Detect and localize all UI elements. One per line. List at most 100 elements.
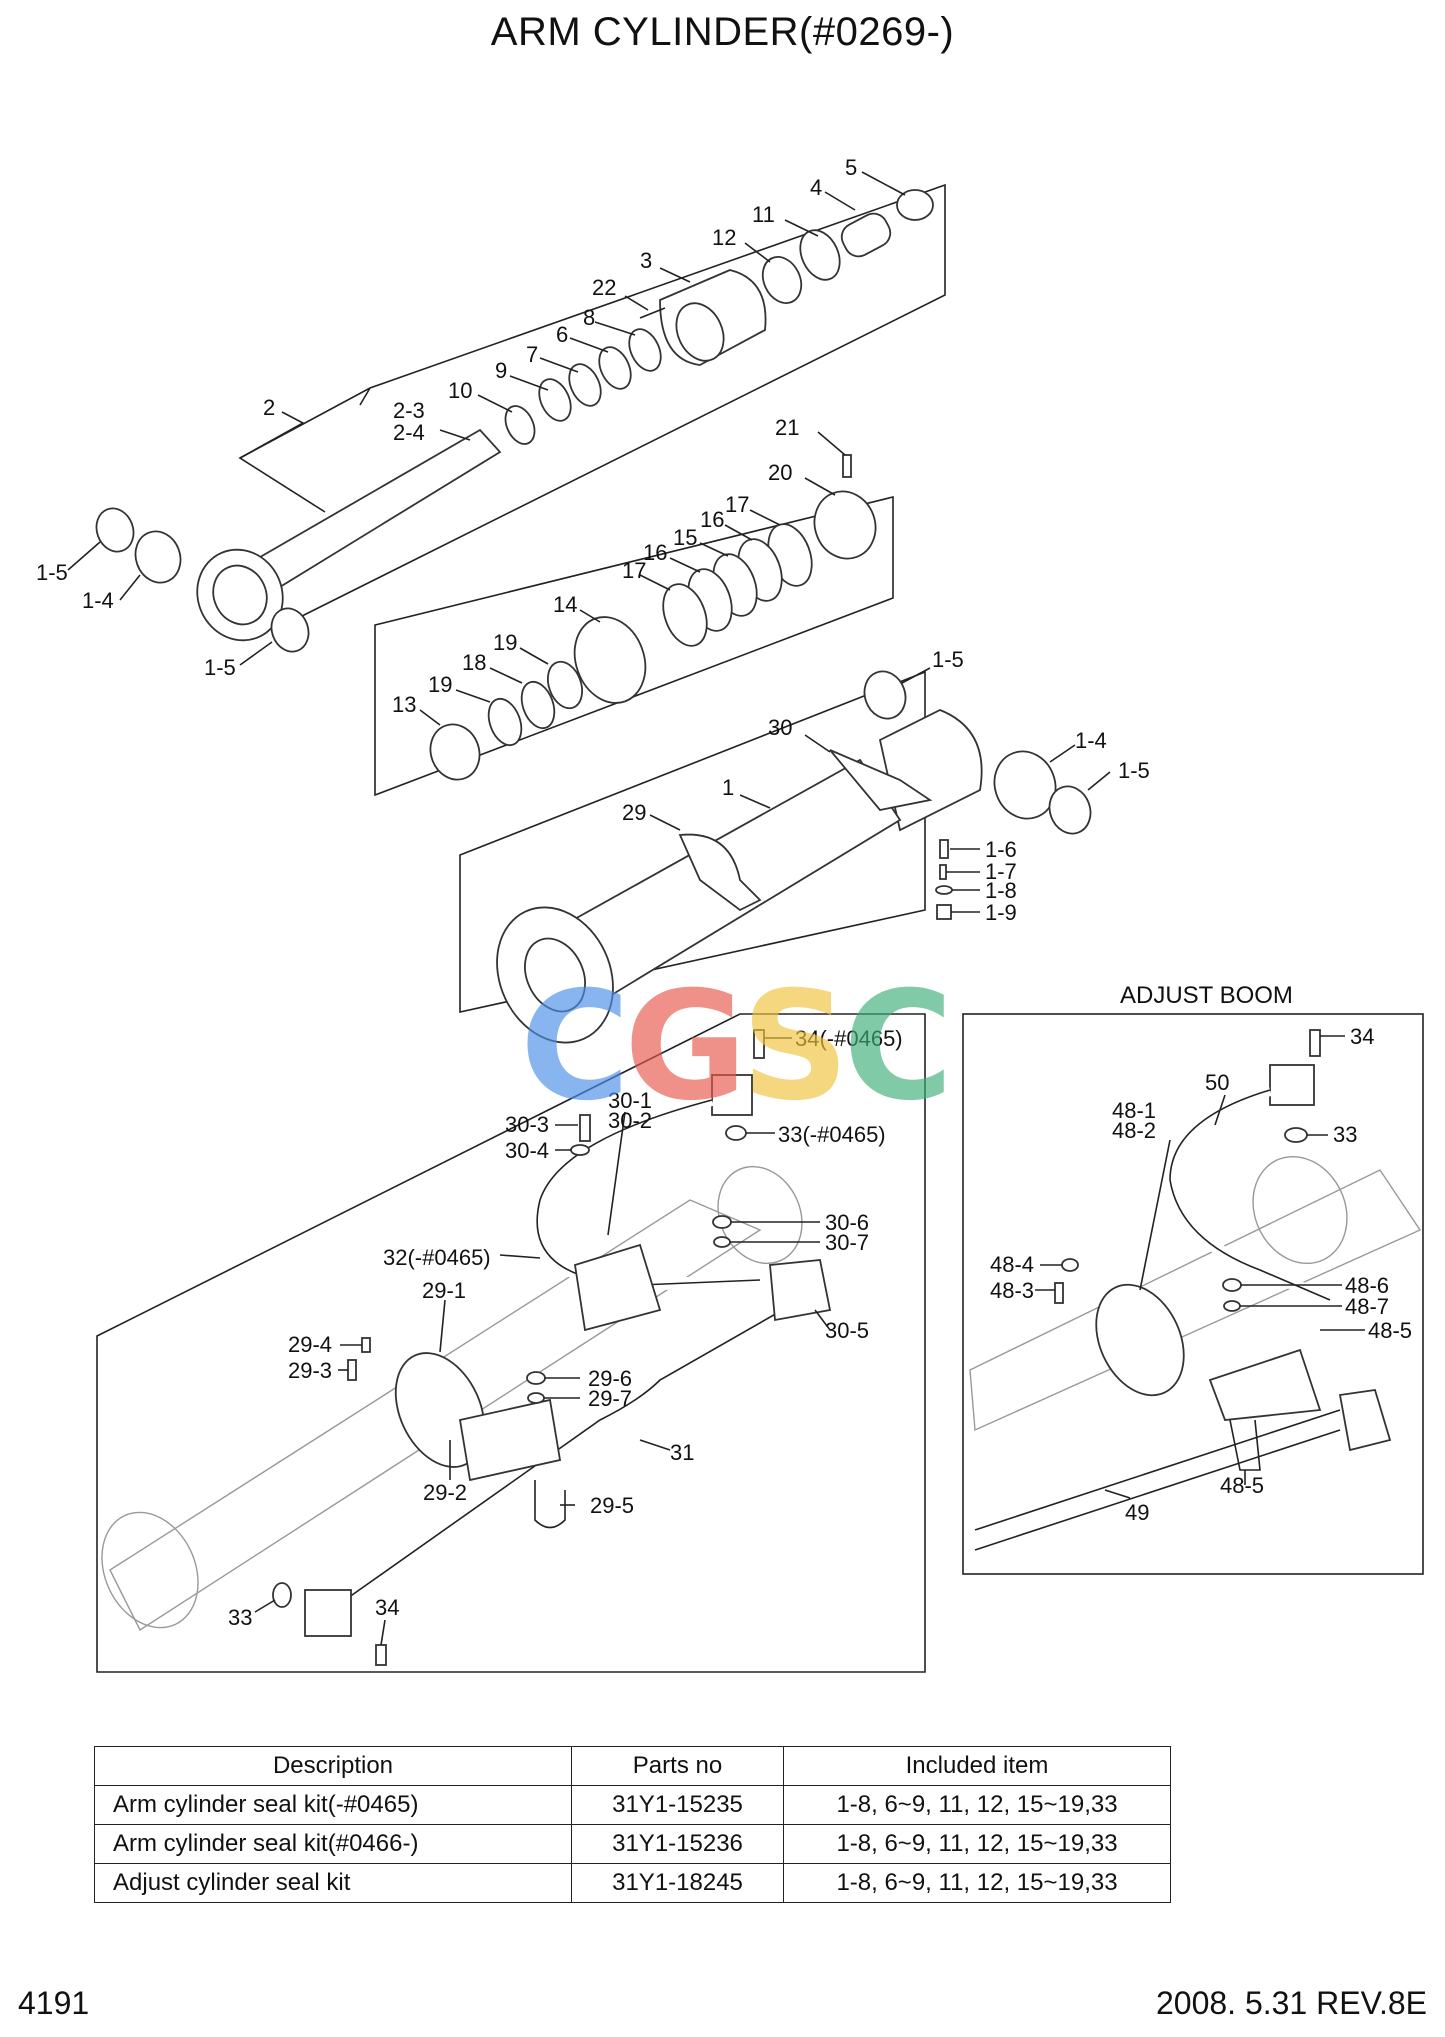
cell-included-item: 1-8, 6~9, 11, 12, 15~19,33	[783, 1785, 1171, 1825]
label-48-2: 48-2	[1112, 1118, 1156, 1143]
watermark-letter-4: C	[843, 960, 953, 1134]
pin-part-1-6	[939, 839, 949, 859]
cell-included-item: 1-8, 6~9, 11, 12, 15~19,33	[783, 1824, 1171, 1864]
label-30-1: 30-1	[608, 1088, 652, 1113]
label-22: 22	[592, 275, 616, 300]
label-16a: 16	[700, 507, 724, 532]
label-14: 14	[553, 592, 577, 617]
label-8: 8	[583, 305, 595, 330]
label-30: 30	[768, 715, 792, 740]
label-2-4: 2-4	[393, 420, 425, 445]
revision-date: 2008. 5.31 REV.8E	[1155, 1985, 1427, 2021]
gland-bore	[675, 302, 725, 362]
label-2: 2	[263, 395, 275, 420]
label-30-4: 30-4	[505, 1138, 549, 1163]
label-10: 10	[448, 378, 472, 403]
pipe-part-49	[974, 1429, 1341, 1551]
label-29-1: 29-1	[422, 1278, 466, 1303]
pipe-assembly	[101, 1029, 832, 1666]
washer-part-29-7	[527, 1392, 545, 1404]
label-48-6: 48-6	[1345, 1273, 1389, 1298]
cell-included-item: 1-8, 6~9, 11, 12, 15~19,33	[783, 1863, 1171, 1903]
label-48-5b: 48-5	[1220, 1473, 1264, 1498]
label-3: 3	[640, 248, 652, 273]
table-row: Arm cylinder seal kit(#0466-) 31Y1-15236…	[94, 1824, 1171, 1864]
ring-part-19a	[546, 660, 584, 710]
ring-part-1-5c	[863, 670, 907, 720]
bolt-part-30-3	[579, 1114, 591, 1142]
label-1-5b: 1-5	[204, 655, 236, 680]
ring-part-19b	[487, 697, 523, 747]
ring-part-1-5b	[270, 607, 310, 653]
cell-description: Arm cylinder seal kit(-#0465)	[94, 1785, 572, 1825]
label-29-3: 29-3	[288, 1358, 332, 1383]
nut-part-30-6	[712, 1215, 732, 1229]
clamp-part-48-1	[1095, 1283, 1185, 1397]
label-30-6: 30-6	[825, 1210, 869, 1235]
label-48-5a: 48-5	[1368, 1318, 1412, 1343]
label-15: 15	[673, 525, 697, 550]
bushing-part-1-4a	[134, 530, 182, 584]
pipe-group-frame	[96, 1013, 926, 1673]
bolt-part-34a	[753, 1029, 765, 1059]
label-48-4: 48-4	[990, 1252, 1034, 1277]
label-30-2: 30-2	[608, 1108, 652, 1133]
rod-part-2	[253, 428, 502, 592]
label-29-6: 29-6	[588, 1366, 632, 1391]
leader-lines	[67, 171, 1365, 1646]
label-31: 31	[670, 1440, 694, 1465]
table-header-row: Description Parts no Included item	[94, 1746, 1171, 1786]
ring-part-12	[761, 256, 803, 304]
pipe-part-31	[344, 1299, 801, 1601]
label-30-3: 30-3	[505, 1112, 549, 1137]
elbow-fitting	[1338, 1388, 1392, 1452]
label-4: 4	[810, 175, 822, 200]
label-34c: 34	[1350, 1024, 1374, 1049]
pipe-part-50-fill	[1163, 1084, 1333, 1306]
tube-group-frame	[459, 670, 926, 1013]
screw-part-21	[842, 454, 852, 478]
seal-kit-table: Description Parts no Included item Arm c…	[94, 1746, 1171, 1903]
label-29-7: 29-7	[588, 1386, 632, 1411]
seal-part-6	[598, 346, 632, 390]
label-32: 32(-#0465)	[383, 1245, 491, 1270]
washer-part-30-7	[713, 1236, 731, 1248]
nut-part-48-4	[1061, 1258, 1079, 1272]
flange-block-lower	[304, 1589, 352, 1637]
cell-description: Arm cylinder seal kit(#0466-)	[94, 1824, 572, 1864]
pipe-part-49-edge	[974, 1409, 1341, 1531]
label-18: 18	[462, 650, 486, 675]
bolt-part-34c	[1309, 1029, 1321, 1057]
rod-group-frame	[239, 183, 946, 623]
header-included-item: Included item	[783, 1746, 1171, 1786]
nut-part-20	[813, 490, 877, 560]
label-12: 12	[712, 225, 736, 250]
rod-assembly	[95, 189, 934, 653]
label-48-7: 48-7	[1345, 1294, 1389, 1319]
ghost-cylinder	[101, 1165, 803, 1632]
label-34a: 34(-#0465)	[795, 1026, 903, 1051]
tube-flange-bore	[524, 937, 586, 1013]
cell-parts-no: 31Y1-15235	[571, 1785, 784, 1825]
pipe-part-50	[1169, 1089, 1331, 1301]
washer-part-48-7	[1223, 1300, 1241, 1312]
label-1-6: 1-6	[985, 837, 1017, 862]
washer-part-1-8	[935, 885, 953, 895]
cushion-part-13	[429, 723, 481, 781]
seal-part-7	[568, 363, 602, 407]
label-6: 6	[556, 322, 568, 347]
nut-part-29-4	[361, 1337, 371, 1353]
clamp-part-30-1	[573, 1243, 662, 1332]
label-2-3: 2-3	[393, 398, 425, 423]
watermark-logo: CGSC	[520, 960, 953, 1134]
tube-assembly	[496, 670, 1092, 1044]
bolt-part-22	[639, 307, 666, 319]
part-labels: 5 4 11 12 3 22 8 6 7 9 10 2 2-3 2-4 1-5 …	[36, 155, 1412, 1630]
washer-part-30-4	[570, 1144, 590, 1156]
adjust-boom-title: ADJUST BOOM	[1120, 982, 1293, 1009]
oring-part-18	[520, 680, 556, 730]
ring-part-1-5a	[95, 507, 135, 553]
label-1: 1	[722, 775, 734, 800]
label-7: 7	[526, 342, 538, 367]
